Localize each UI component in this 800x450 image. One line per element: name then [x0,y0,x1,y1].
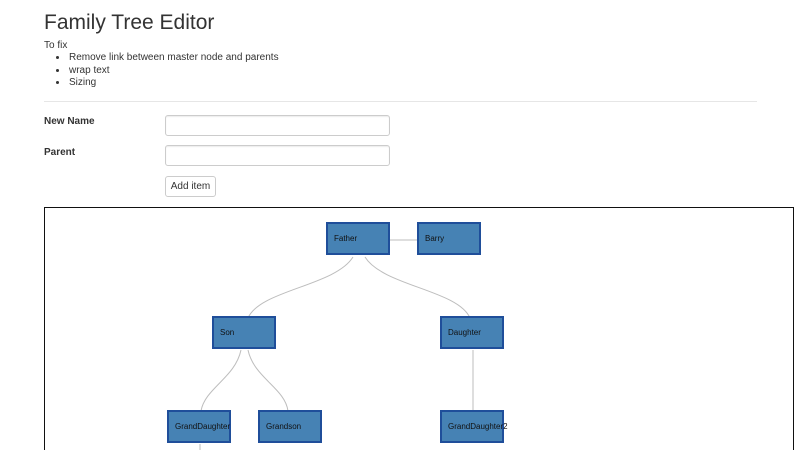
todo-item: Remove link between master node and pare… [68,52,279,65]
tree-canvas: Father Barry Son Daughter GrandDaughter … [44,207,794,450]
link-father-son [247,256,354,319]
parent-label: Parent [44,147,76,158]
tree-node-granddaughter2[interactable]: GrandDaughter2 [440,410,508,443]
todo-list: Remove link between master node and pare… [44,52,279,90]
tree-node-barry[interactable]: Barry [417,222,481,255]
tree-node-granddaughter[interactable]: GrandDaughter [167,410,231,443]
tree-node-daughter[interactable]: Daughter [440,316,504,349]
link-son-grandson [247,349,289,412]
tree-node-father[interactable]: Father [326,222,390,255]
todo-label: To fix [44,40,68,51]
page-title: Family Tree Editor [44,11,215,34]
link-son-granddaughter [200,349,242,412]
todo-item: wrap text [68,65,279,78]
new-name-input[interactable] [165,115,390,136]
divider [44,101,757,102]
tree-links [199,239,474,450]
link-father-daughter [364,256,471,319]
add-item-button[interactable]: Add item [165,176,216,197]
new-name-label: New Name [44,116,95,127]
todo-item: Sizing [68,77,279,90]
tree-node-grandson[interactable]: Grandson [258,410,322,443]
tree-node-son[interactable]: Son [212,316,276,349]
parent-input[interactable] [165,145,390,166]
